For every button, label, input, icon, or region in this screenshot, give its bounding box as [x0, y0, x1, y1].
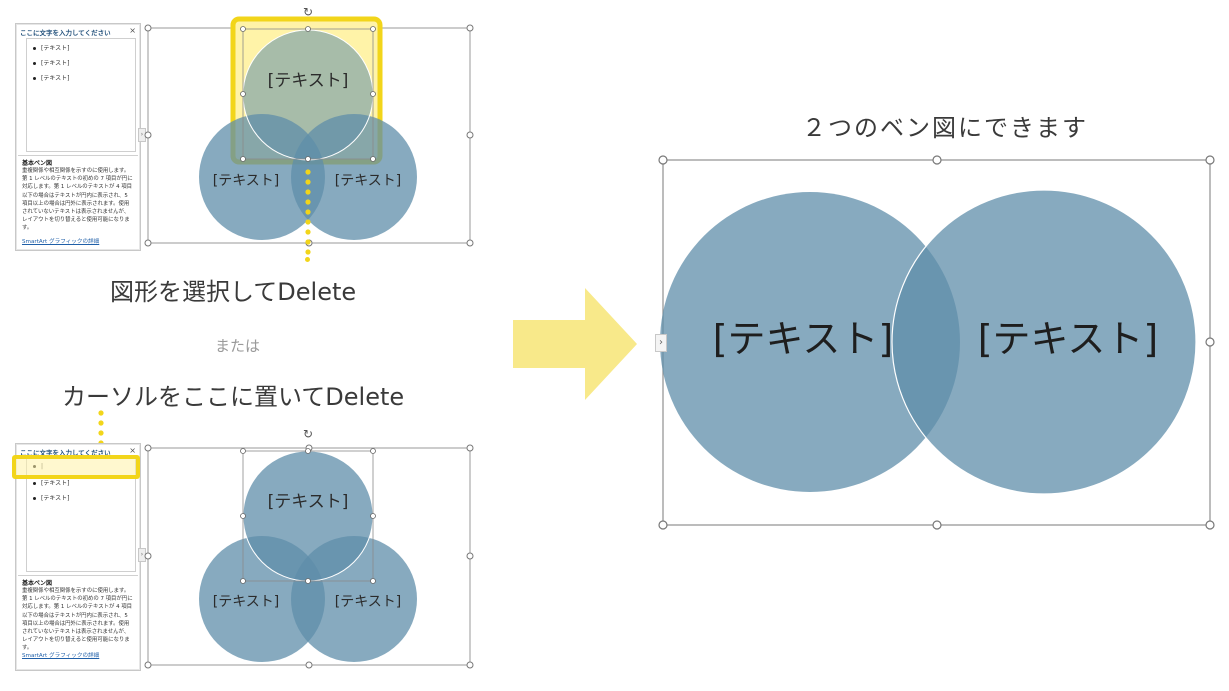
divider [18, 155, 138, 156]
smartart-help-link[interactable]: SmartArt グラフィックの詳細 [22, 653, 100, 659]
rotate-icon[interactable]: ↻ [303, 427, 313, 441]
venn-label-left: [テキスト] [213, 594, 280, 610]
layout-name: 基本ベン図 [22, 160, 53, 167]
text-pane-top: ここに文字を入力してください × [テキスト] [テキスト] [テキスト] 基本… [15, 23, 146, 251]
bullet-icon [33, 497, 36, 500]
shape-resize-handles[interactable] [240, 448, 376, 584]
text-pane-title: ここに文字を入力してください [20, 449, 111, 457]
caption-cursor-delete: カーソルをここに置いてDelete [62, 383, 405, 411]
frame-resize-handles[interactable] [144, 444, 474, 669]
text-pane-title: ここに文字を入力してください [20, 29, 111, 37]
dotted-pointer [305, 169, 311, 255]
venn-label-right: [テキスト] [978, 317, 1159, 361]
bullet-icon [33, 77, 36, 80]
pane-expand-handle[interactable]: › [655, 334, 667, 352]
venn-diagram-top: ↻ [テキスト] [テキスト] [テキスト] [144, 5, 474, 255]
list-item[interactable]: [テキスト] [33, 43, 70, 52]
venn-label-right: [テキスト] [335, 594, 402, 610]
caption-select-delete: 図形を選択してDelete [110, 278, 357, 306]
result-title: ２つのベン図にできます [802, 114, 1088, 142]
layout-description: 重複関係や相互関係を示すのに使用します。第 1 レベルのテキストの初めの 7 項… [22, 168, 133, 232]
close-icon[interactable]: × [129, 446, 136, 455]
list-item[interactable]: [テキスト] [33, 493, 70, 502]
venn-diagram-result: [テキスト] [テキスト] [658, 155, 1215, 530]
smartart-help-link[interactable]: SmartArt グラフィックの詳細 [22, 239, 100, 245]
venn-label-top: [テキスト] [268, 71, 349, 91]
list-item[interactable]: [テキスト] [33, 73, 70, 82]
venn-label-left: [テキスト] [713, 317, 894, 361]
list-item[interactable]: [テキスト] [33, 478, 70, 487]
or-text: または [215, 337, 261, 355]
venn-circle-top[interactable] [242, 450, 374, 582]
list-item[interactable]: [テキスト] [33, 58, 70, 67]
venn-circle-top[interactable] [242, 29, 374, 161]
venn-circle-right[interactable] [891, 189, 1197, 495]
venn-label-left: [テキスト] [213, 173, 280, 189]
dotted-pointer-tail [305, 255, 311, 269]
bullet-icon [33, 62, 36, 65]
bullet-icon [33, 47, 36, 50]
shape-resize-handles[interactable] [240, 26, 376, 162]
venn-diagram-bottom: ↻ [テキスト] [テキスト] [テキスト] [144, 427, 474, 669]
venn-label-top: [テキスト] [268, 492, 349, 512]
cursor-highlight-box [12, 455, 140, 479]
divider [18, 575, 138, 576]
layout-name: 基本ベン図 [22, 580, 53, 587]
venn-circle-left[interactable] [660, 192, 960, 492]
close-icon[interactable]: × [129, 26, 136, 35]
frame-resize-handles[interactable] [658, 155, 1215, 530]
rotate-icon[interactable]: ↻ [303, 5, 313, 19]
right-arrow-icon [513, 288, 637, 400]
layout-description: 重複関係や相互関係を示すのに使用します。第 1 レベルのテキストの初めの 7 項… [22, 588, 133, 652]
venn-label-right: [テキスト] [335, 173, 402, 189]
text-pane-list: [テキスト] [テキスト] [テキスト] [26, 38, 136, 152]
bullet-icon [33, 482, 36, 485]
